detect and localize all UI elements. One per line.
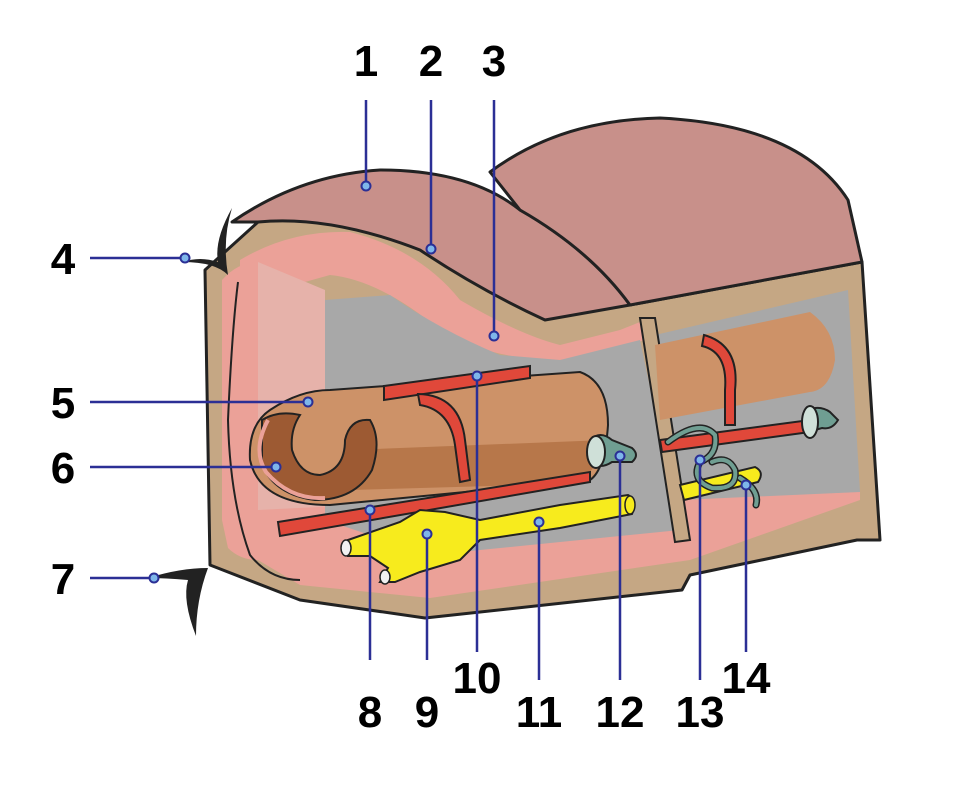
pointer-dot-2 xyxy=(425,243,437,255)
pointer-dot-14 xyxy=(740,479,752,491)
ventral-blood-vessel xyxy=(276,470,591,538)
label-12: 12 xyxy=(596,688,645,737)
label-13: 13 xyxy=(676,688,725,737)
pointer-dot-7 xyxy=(148,572,160,584)
label-4: 4 xyxy=(51,235,76,284)
label-8: 8 xyxy=(358,688,382,737)
septum xyxy=(638,317,692,544)
label-1: 1 xyxy=(354,37,378,86)
nerve-cord-end-left xyxy=(340,539,352,557)
pointer-dot-6 xyxy=(270,461,282,473)
label-14: 14 xyxy=(722,654,771,703)
pointer-dot-12 xyxy=(614,450,626,462)
pointer-dot-5 xyxy=(302,396,314,408)
cuticle-surface-back xyxy=(488,116,864,307)
leader-lines xyxy=(90,100,752,680)
pointer-dot-3 xyxy=(488,330,500,342)
label-3: 3 xyxy=(482,37,506,86)
seta-lower xyxy=(148,568,208,636)
muscle-left-face xyxy=(222,262,258,560)
epidermis-ridge xyxy=(226,281,301,581)
intestine-lumen-lining xyxy=(257,419,326,501)
muscle-layer-front xyxy=(240,231,650,360)
pointer-dot-1 xyxy=(360,180,372,192)
nerve-cord-end-right xyxy=(624,495,636,515)
label-2: 2 xyxy=(419,37,443,86)
pointer-dot-4 xyxy=(179,252,191,264)
back-vessel-branch xyxy=(700,333,737,426)
seta-upper xyxy=(183,208,232,275)
label-6: 6 xyxy=(51,444,75,493)
label-9: 9 xyxy=(415,688,439,737)
label-7: 7 xyxy=(51,555,75,604)
pointer-dot-9 xyxy=(421,528,433,540)
label-11: 11 xyxy=(516,688,563,737)
nephridium-tubule-fill xyxy=(666,426,759,507)
nerve-cord-end-lower xyxy=(379,569,391,585)
label-5: 5 xyxy=(51,379,75,428)
pointer-dot-13 xyxy=(694,454,706,466)
intestine-back xyxy=(655,312,835,420)
nephrostome-front-funnel xyxy=(586,435,606,469)
number-labels: 1 2 3 4 5 6 7 8 9 10 11 12 13 14 xyxy=(51,37,771,737)
nephrostome-back-funnel xyxy=(801,405,819,439)
dorsal-vessel-branch xyxy=(416,392,472,484)
label-10: 10 xyxy=(453,654,502,703)
pointer-dot-11 xyxy=(533,516,545,528)
pointer-dot-10 xyxy=(471,370,483,382)
pointer-dot-8 xyxy=(364,504,376,516)
